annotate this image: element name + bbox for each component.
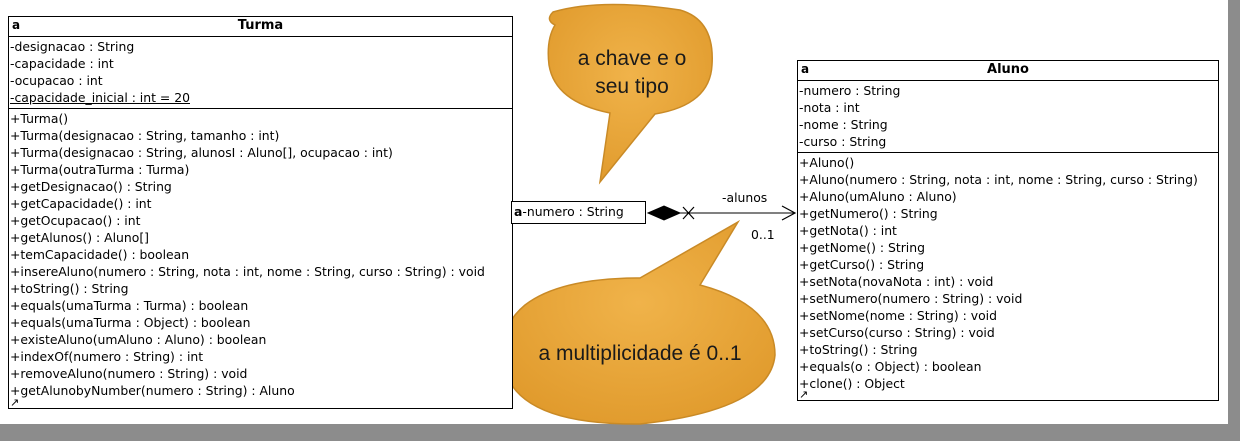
callout-multiplicity-line: a multiplicidade é 0..1 bbox=[538, 342, 742, 365]
callout-text-multiplicity: a multiplicidade é 0..1 bbox=[505, 340, 775, 368]
operation[interactable]: +Turma(designacao : String, tamanho : in… bbox=[10, 128, 280, 143]
multiplicity-label[interactable]: 0..1 bbox=[751, 227, 775, 242]
operation[interactable]: +removeAluno(numero : String) : void bbox=[10, 366, 248, 381]
operation[interactable]: +Turma() bbox=[10, 111, 69, 126]
class-aluno-header: a Aluno bbox=[798, 61, 1218, 81]
attribute[interactable]: -designacao : String bbox=[10, 39, 135, 54]
operation[interactable]: +getDesignacao() : String bbox=[10, 179, 172, 194]
attribute[interactable]: -ocupacao : int bbox=[10, 73, 103, 88]
composition-diamond bbox=[646, 205, 682, 221]
operation[interactable]: +setNota(novaNota : int) : void bbox=[799, 274, 994, 289]
attribute[interactable]: -numero : String bbox=[799, 83, 901, 98]
qualifier-text: -numero : String bbox=[522, 204, 624, 219]
attribute[interactable]: -capacidade : int bbox=[10, 56, 114, 71]
resize-arrow-icon[interactable]: ↗ bbox=[799, 388, 809, 401]
qualifier-tag: a bbox=[514, 204, 523, 219]
operation[interactable]: +Aluno(umAluno : Aluno) bbox=[799, 189, 957, 204]
operation[interactable]: +getAlunobyNumber(numero : String) : Alu… bbox=[10, 383, 295, 398]
operation[interactable]: +insereAluno(numero : String, nota : int… bbox=[10, 264, 485, 279]
operation[interactable]: +Aluno(numero : String, nota : int, nome… bbox=[799, 172, 1198, 187]
operation[interactable]: +setNumero(numero : String) : void bbox=[799, 291, 1023, 306]
operation[interactable]: +toString() : String bbox=[10, 281, 129, 296]
operation[interactable]: +setNome(nome : String) : void bbox=[799, 308, 997, 323]
class-turma-header: a Turma bbox=[9, 17, 512, 37]
resize-arrow-icon[interactable]: ↗ bbox=[10, 396, 20, 409]
attribute[interactable]: -curso : String bbox=[799, 134, 887, 149]
class-turma-attributes: -designacao : String -capacidade : int -… bbox=[9, 37, 512, 109]
class-aluno[interactable]: a Aluno -numero : String -nota : int -no… bbox=[797, 60, 1219, 401]
operation[interactable]: +equals(umaTurma : Turma) : boolean bbox=[10, 298, 249, 313]
window-edge-bottom bbox=[0, 424, 1240, 441]
class-turma-operations: +Turma() +Turma(designacao : String, tam… bbox=[9, 109, 512, 401]
class-turma[interactable]: a Turma -designacao : String -capacidade… bbox=[8, 16, 513, 409]
operation[interactable]: +getNumero() : String bbox=[799, 206, 938, 221]
operation[interactable]: +Turma(outraTurma : Turma) bbox=[10, 162, 190, 177]
class-aluno-tag: a bbox=[801, 62, 810, 76]
attribute-static[interactable]: -capacidade_inicial : int = 20 bbox=[10, 90, 190, 105]
operation[interactable]: +getNome() : String bbox=[799, 240, 925, 255]
callout-text-key: a chave e o seu tipo bbox=[553, 45, 711, 101]
callout-bubble-key bbox=[547, 3, 713, 185]
operation[interactable]: +getAlunos() : Aluno[] bbox=[10, 230, 149, 245]
operation[interactable]: +Aluno() bbox=[799, 155, 855, 170]
operation[interactable]: +existeAluno(umAluno : Aluno) : boolean bbox=[10, 332, 267, 347]
attribute[interactable]: -nota : int bbox=[799, 100, 860, 115]
operation[interactable]: +getOcupacao() : int bbox=[10, 213, 141, 228]
class-aluno-operations: +Aluno() +Aluno(numero : String, nota : … bbox=[798, 153, 1218, 394]
class-aluno-name: Aluno bbox=[987, 62, 1029, 77]
attribute[interactable]: -nome : String bbox=[799, 117, 888, 132]
operation[interactable]: +getCapacidade() : int bbox=[10, 196, 152, 211]
qualifier-box[interactable]: a-numero : String bbox=[511, 201, 646, 224]
class-aluno-attributes: -numero : String -nota : int -nome : Str… bbox=[798, 81, 1218, 153]
operation[interactable]: +setCurso(curso : String) : void bbox=[799, 325, 995, 340]
window-edge-right bbox=[1228, 0, 1240, 441]
role-label[interactable]: -alunos bbox=[722, 190, 768, 205]
operation[interactable]: +getNota() : int bbox=[799, 223, 897, 238]
callout-bubble-multiplicity bbox=[501, 219, 776, 425]
operation[interactable]: +getCurso() : String bbox=[799, 257, 925, 272]
operation[interactable]: +clone() : Object bbox=[799, 376, 905, 391]
operation[interactable]: +equals(umaTurma : Object) : boolean bbox=[10, 315, 251, 330]
operation[interactable]: +temCapacidade() : boolean bbox=[10, 247, 190, 262]
operation[interactable]: +Turma(designacao : String, alunosI : Al… bbox=[10, 145, 393, 160]
navigability-arrowhead bbox=[781, 205, 797, 221]
class-turma-name: Turma bbox=[237, 18, 284, 33]
operation[interactable]: +equals(o : Object) : boolean bbox=[799, 359, 982, 374]
navigability-x-mark bbox=[682, 206, 695, 220]
callout-key-line-1: a chave e o bbox=[577, 47, 687, 70]
operation[interactable]: +indexOf(numero : String) : int bbox=[10, 349, 204, 364]
operation[interactable]: +toString() : String bbox=[799, 342, 918, 357]
class-turma-tag: a bbox=[12, 18, 21, 32]
callout-key-line-2: seu tipo bbox=[595, 75, 669, 98]
